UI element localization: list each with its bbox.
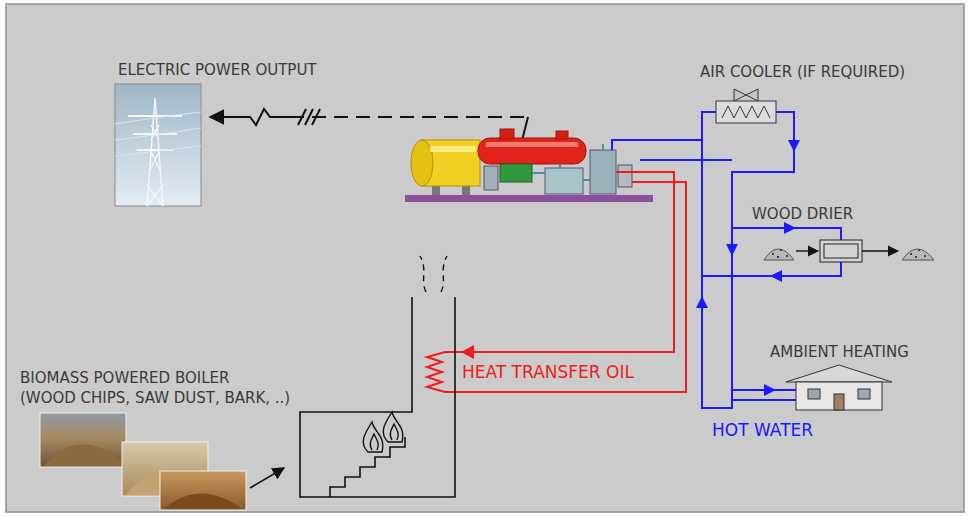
- biomass-photo: [160, 471, 246, 510]
- equipment-label-group: WOOD DRIER: [752, 204, 853, 224]
- house-door: [834, 394, 844, 410]
- house-wall: [796, 382, 882, 410]
- flow-arrow: [726, 244, 738, 256]
- flame: [363, 422, 383, 452]
- pipe-loop-label: HEAT TRANSFER OIL: [462, 362, 634, 382]
- component-heading: BIOMASS POWERED BOILER: [20, 368, 290, 388]
- flow-arrow: [764, 384, 776, 396]
- wood-in-arrow: [796, 250, 818, 251]
- evaporator-nozzle: [500, 129, 514, 139]
- house-roof: [786, 365, 892, 382]
- grate-steps: [330, 437, 405, 497]
- module-leg: [462, 186, 470, 195]
- evaporator-highlight: [486, 142, 578, 147]
- flame: [383, 412, 403, 442]
- wood-pile: [44, 445, 124, 466]
- wood-drier: [820, 240, 862, 262]
- generator: [500, 164, 532, 182]
- oil-return-pipe: [445, 182, 686, 392]
- evaporator: [478, 138, 586, 164]
- flow-arrow: [788, 140, 800, 152]
- background-panel: [6, 4, 964, 512]
- condenser: [545, 168, 583, 194]
- module-leg: [432, 186, 440, 195]
- oil-tank-end: [411, 140, 433, 186]
- smoke: [420, 256, 426, 292]
- equipment-label-group: AIR COOLER (IF REQUIRED): [700, 62, 905, 82]
- turbine-casing: [484, 166, 498, 190]
- evaporator-nozzle: [556, 131, 568, 139]
- equipment-label-group: ELECTRIC POWER OUTPUT: [118, 60, 317, 80]
- power-wire: [115, 112, 201, 156]
- water-header: [702, 112, 794, 408]
- equipment-label-group: AMBIENT HEATING: [770, 342, 909, 362]
- drier-inner: [824, 244, 858, 258]
- house-window: [808, 389, 820, 399]
- electric-arrow: [210, 109, 290, 125]
- flow-arrow: [784, 222, 796, 234]
- wood-out-arrow: [862, 250, 898, 251]
- pipe-loop-label: HOT WATER: [712, 420, 813, 440]
- water-pipe: [640, 159, 732, 161]
- oil-tank-highlight: [430, 146, 476, 152]
- smoke: [441, 256, 447, 292]
- component-heading: AIR COOLER (IF REQUIRED): [700, 62, 905, 82]
- dry-wood-pile: [902, 249, 934, 260]
- bark-pile: [164, 494, 242, 510]
- cooler-fan: [734, 89, 746, 101]
- equipment-label-group: BIOMASS POWERED BOILER(WOOD CHIPS, SAW D…: [20, 368, 290, 408]
- component-subheading: (WOOD CHIPS, SAW DUST, BARK, ..): [20, 388, 290, 408]
- component-heading: WOOD DRIER: [752, 204, 853, 224]
- wet-wood-pile: [764, 249, 794, 260]
- electric-line: [290, 116, 528, 118]
- component-heading: ELECTRIC POWER OUTPUT: [118, 60, 317, 80]
- pump: [618, 165, 632, 187]
- cooler-fan: [746, 89, 758, 101]
- oil-flow-arrow: [461, 345, 474, 359]
- wood-chip-dots: [910, 250, 926, 257]
- module-pipe: [532, 144, 603, 180]
- drier-return-pipe: [702, 262, 841, 276]
- biomass-photo: [40, 413, 126, 467]
- fuel-feed-arrow: [250, 468, 284, 488]
- flow-arrow: [770, 270, 782, 282]
- component-heading: AMBIENT HEATING: [770, 342, 909, 362]
- cooler-coil: [722, 106, 770, 118]
- flow-arrow: [696, 296, 708, 308]
- house-window: [858, 389, 870, 399]
- wood-chip-dots: [772, 250, 788, 257]
- oil-supply-pipe: [445, 172, 674, 352]
- boiler-coil: [427, 352, 445, 392]
- boiler-outline: [300, 297, 455, 497]
- module-base: [405, 195, 653, 202]
- pylon-photo: [115, 84, 201, 206]
- air-cooler: [716, 101, 776, 123]
- pump-housing: [590, 150, 616, 194]
- three-phase-mark: [298, 109, 320, 125]
- water-pipe: [612, 140, 702, 150]
